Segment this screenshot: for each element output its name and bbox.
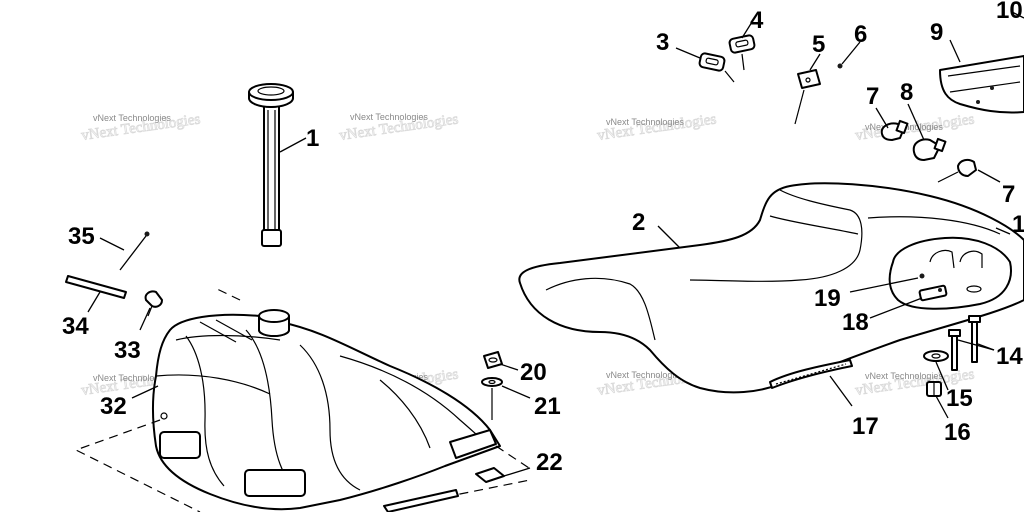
callout-19: 19 [814, 285, 841, 312]
part-22-pad [475, 467, 505, 483]
svg-text:vNext Technologies: vNext Technologies [865, 371, 943, 381]
callout-5: 5 [812, 31, 825, 58]
part-18-latch [918, 284, 948, 302]
part-9-taillight-housing [939, 55, 1024, 114]
svg-text:vNext Technologies: vNext Technologies [93, 373, 171, 383]
callout-33: 33 [114, 337, 141, 364]
part-15-washer [923, 350, 949, 362]
callout-7-upper: 7 [866, 83, 879, 110]
part-35-clip [119, 231, 150, 271]
part-34-rod [65, 275, 127, 299]
part-16-nut [926, 381, 942, 397]
part-6-screw [837, 63, 843, 69]
part-17-strap [769, 359, 853, 389]
callout-9: 9 [930, 19, 943, 46]
part-20-nut [483, 351, 503, 369]
callout-16: 16 [944, 419, 971, 446]
callout-8: 8 [900, 79, 913, 106]
callout-22: 22 [536, 449, 563, 476]
watermark-2: vNext Technologies vNext Technologies [338, 111, 460, 144]
part-33-fitting [144, 290, 163, 317]
svg-text:vNext Technologies: vNext Technologies [350, 112, 428, 122]
callout-21: 21 [534, 393, 561, 420]
watermark-3: vNext Technologies vNext Technologies [596, 111, 718, 144]
callout-15: 15 [946, 385, 973, 412]
callout-7-lower: 7 [1002, 181, 1015, 208]
part-8-bulb [912, 137, 947, 161]
callout-18: 18 [842, 309, 869, 336]
callout-20: 20 [520, 359, 547, 386]
part-1-fuel-sender [248, 83, 294, 247]
leader-lines [87, 11, 1024, 477]
tank-mounting-outline [74, 287, 533, 512]
part-19-screw [919, 273, 925, 279]
callout-2: 2 [632, 209, 645, 236]
callout-34: 34 [62, 313, 89, 340]
part-3-grommet [698, 52, 735, 83]
part-21-washer [481, 377, 503, 420]
part-5-lens [794, 69, 821, 125]
svg-text:vNext Technologies: vNext Technologies [606, 370, 684, 380]
callout-labels: 1 2 3 4 5 6 7 8 9 10 7 1 14 15 16 17 18 … [62, 0, 1024, 476]
callout-1: 1 [306, 125, 319, 152]
callout-6: 6 [854, 21, 867, 48]
callout-32: 32 [100, 393, 127, 420]
watermark-1: vNext Technologies vNext Technologies [80, 111, 202, 144]
callout-17: 17 [852, 413, 879, 440]
svg-text:vNext Technologies: vNext Technologies [606, 117, 684, 127]
part-2-seat [518, 182, 1024, 394]
callout-11: 1 [1012, 211, 1024, 238]
callout-4: 4 [750, 7, 764, 34]
callout-3: 3 [656, 29, 669, 56]
part-14-bolts [948, 315, 981, 371]
callout-14: 14 [996, 343, 1023, 370]
callout-10: 10 [996, 0, 1023, 24]
watermark-4: vNext Technologies vNext Technologies [854, 111, 976, 144]
part-7-bulb-lower [937, 158, 977, 183]
part-4-grommet [728, 34, 756, 71]
part-32-fuel-tank [152, 309, 501, 511]
callout-35: 35 [68, 223, 95, 250]
svg-text:vNext Technologies: vNext Technologies [93, 113, 171, 123]
